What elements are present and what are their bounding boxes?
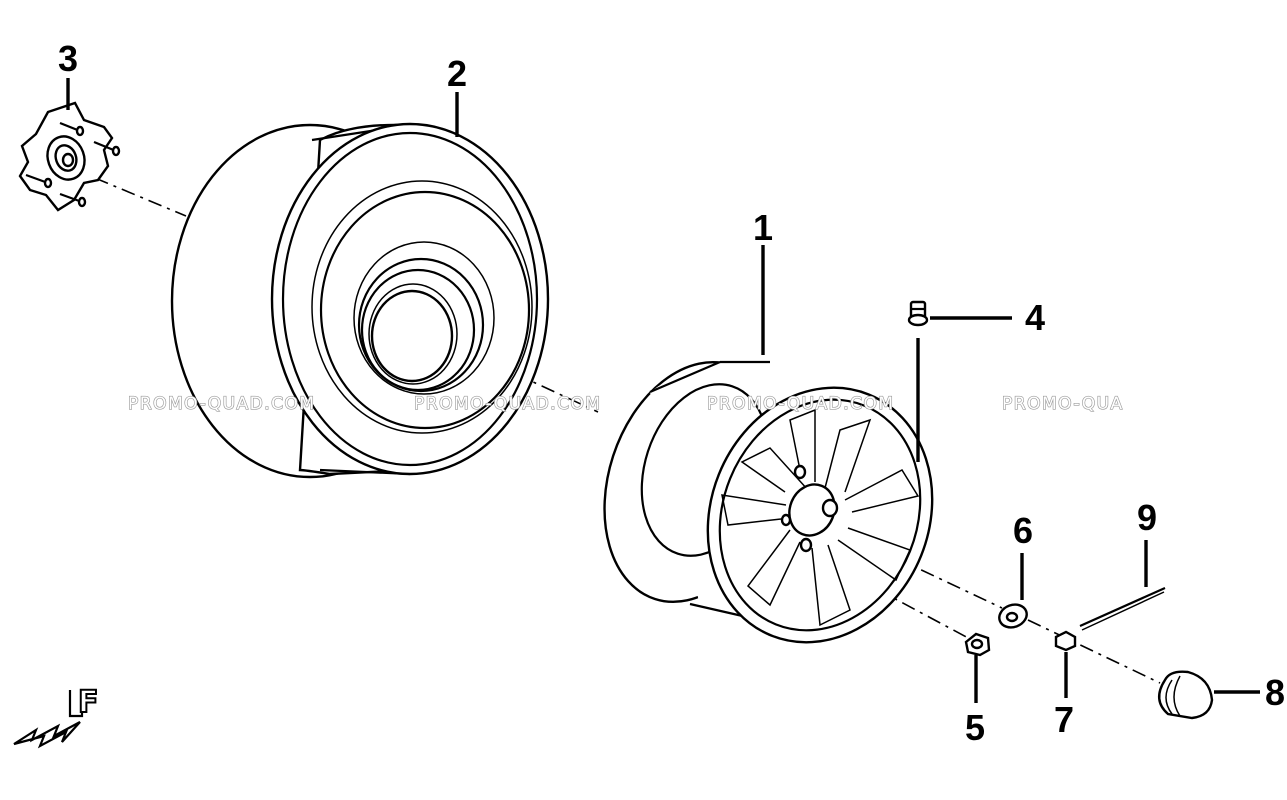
hub-cap bbox=[1158, 670, 1214, 720]
part-number-7: 7 bbox=[1054, 699, 1074, 740]
cotter-pin bbox=[1079, 586, 1166, 631]
front-direction-marker: F bbox=[13, 684, 100, 749]
part-number-9: 9 bbox=[1137, 497, 1157, 538]
part-number-1: 1 bbox=[753, 207, 773, 248]
nut bbox=[964, 632, 991, 657]
part-number-3: 3 bbox=[58, 38, 78, 79]
watermark-text: PROMO-QUA bbox=[1002, 394, 1124, 414]
watermark-text: PROMO-QUAD.COM bbox=[128, 394, 316, 414]
rim bbox=[603, 360, 934, 644]
part-number-4: 4 bbox=[1025, 297, 1045, 338]
washer bbox=[998, 603, 1028, 629]
part-number-6: 6 bbox=[1013, 510, 1033, 551]
tire bbox=[170, 122, 550, 479]
part-number-labels: 3 2 1 4 6 9 8 7 5 bbox=[58, 38, 1285, 748]
leader-lines bbox=[66, 78, 1260, 703]
watermark-text: PROMO-QUAD.COM bbox=[414, 394, 602, 414]
valve bbox=[907, 300, 929, 327]
direction-letter: F bbox=[78, 685, 99, 720]
direction-arrow-icon bbox=[13, 721, 81, 749]
part-number-5: 5 bbox=[965, 707, 985, 748]
watermark-text: PROMO-QUAD.COM bbox=[707, 394, 895, 414]
part-number-8: 8 bbox=[1265, 672, 1285, 713]
watermark: PROMO-QUAD.COM PROMO-QUAD.COM PROMO-QUAD… bbox=[127, 393, 1124, 414]
wheel-hub bbox=[18, 101, 121, 212]
part-number-2: 2 bbox=[447, 53, 467, 94]
castle-nut bbox=[1054, 630, 1077, 652]
